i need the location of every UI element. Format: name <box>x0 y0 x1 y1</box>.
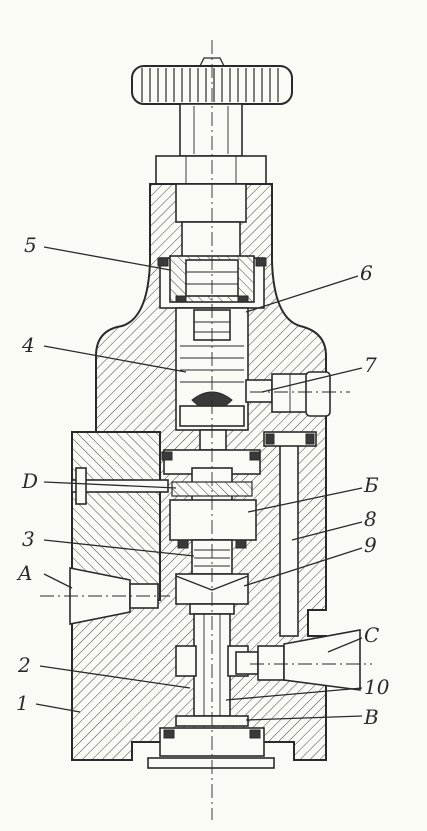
label-B-cyrillic: Б <box>363 473 379 497</box>
port-C <box>235 629 361 691</box>
hex-nut <box>155 155 267 185</box>
label-7: 7 <box>364 353 377 377</box>
label-10: 10 <box>364 675 390 699</box>
leader-lines <box>35 246 363 721</box>
label-4: 4 <box>21 333 35 357</box>
middle-chamber <box>161 429 261 605</box>
label-2: 2 <box>17 653 31 677</box>
label-6: 6 <box>360 261 373 285</box>
channel-8 <box>263 431 317 637</box>
label-C: C <box>364 623 379 647</box>
label-8: 8 <box>364 507 377 531</box>
centerlines <box>40 40 372 820</box>
stem <box>179 103 243 157</box>
label-9: 9 <box>364 533 377 557</box>
label-D: D <box>21 469 38 493</box>
label-B: B <box>363 705 379 729</box>
handwheel <box>131 57 293 105</box>
label-A: A <box>16 561 32 585</box>
label-5: 5 <box>24 233 37 257</box>
label-3: 3 <box>22 527 35 551</box>
plug-7 <box>245 371 331 417</box>
label-1: 1 <box>16 691 29 715</box>
